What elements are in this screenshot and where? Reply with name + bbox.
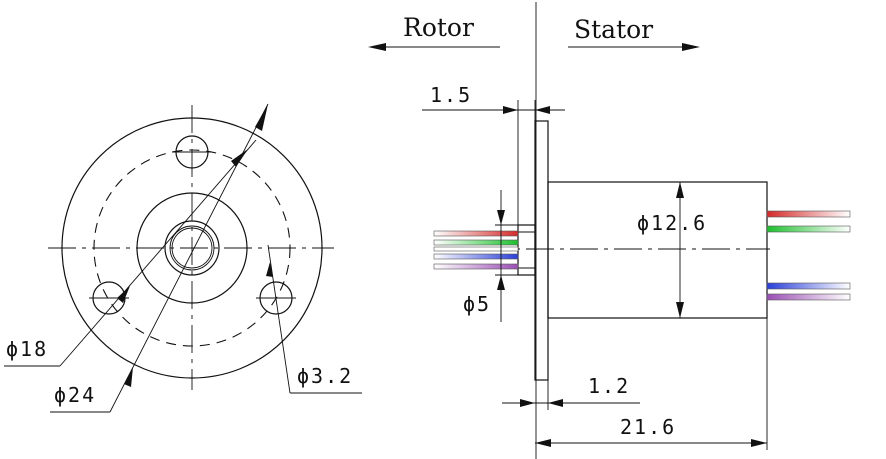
rotor-wire-red bbox=[433, 230, 519, 237]
stator-label: Stator bbox=[574, 15, 653, 44]
rotor-shaft bbox=[517, 224, 536, 276]
rotor-stator-header: Rotor Stator bbox=[368, 2, 700, 459]
dim-arrow bbox=[535, 439, 551, 447]
dim-arrow bbox=[497, 275, 505, 290]
dim-gap-label: 1.2 bbox=[588, 374, 630, 398]
bore-circle bbox=[164, 220, 220, 276]
stator-body bbox=[547, 181, 768, 319]
dim-arrow bbox=[676, 182, 684, 198]
front-view: ϕ18 ϕ24 ϕ3.2 bbox=[4, 103, 362, 413]
dim-flange-label: ϕ24 bbox=[54, 383, 96, 407]
rotor-wire-blue bbox=[433, 253, 519, 260]
dim-bore-label: ϕ18 bbox=[6, 337, 48, 361]
bore-inner-circle-2 bbox=[171, 227, 213, 269]
stator-wire-blue bbox=[766, 282, 851, 290]
rotor-arrow-head bbox=[368, 43, 386, 51]
hub-circle bbox=[136, 192, 248, 304]
flange-outer-circle bbox=[61, 117, 323, 379]
leader-arrow bbox=[266, 262, 273, 277]
stator-wire-red bbox=[766, 210, 851, 218]
rotor-wire-white bbox=[433, 246, 519, 252]
dim-total-length-label: 21.6 bbox=[620, 415, 676, 439]
dim-arrow bbox=[676, 302, 684, 318]
dim-arrow bbox=[520, 399, 535, 407]
flange-plate bbox=[534, 120, 549, 381]
side-view: 1.5 ϕ12.6 ϕ5 1.2 21.6 bbox=[422, 83, 851, 450]
dim-arrow bbox=[751, 439, 767, 447]
dim-arrow bbox=[497, 210, 505, 225]
stator-arrow-head bbox=[682, 43, 700, 51]
dim-shaft-diameter-label: ϕ5 bbox=[463, 292, 491, 316]
bore-inner-circle bbox=[169, 225, 215, 271]
leader-arrow bbox=[124, 367, 133, 387]
stator-wire-green bbox=[766, 225, 851, 233]
dim-body-diameter-label: ϕ12.6 bbox=[637, 211, 707, 235]
leader-hole-diameter bbox=[267, 244, 291, 394]
leader-bore-diameter bbox=[59, 139, 257, 367]
leader-arrow bbox=[231, 149, 248, 167]
leader-arrow bbox=[117, 286, 130, 303]
dim-flange-thickness-label: 1.5 bbox=[430, 83, 472, 107]
stator-wire-purple bbox=[766, 293, 851, 301]
dim-hole-label: ϕ3.2 bbox=[297, 364, 353, 388]
leader-arrow bbox=[255, 104, 268, 131]
rotor-label: Rotor bbox=[403, 13, 474, 42]
leader-flange-diameter bbox=[109, 103, 269, 413]
rotor-wire-green bbox=[433, 239, 519, 246]
dim-arrow bbox=[503, 106, 518, 114]
bolt-circle bbox=[93, 149, 291, 347]
dim-arrow bbox=[548, 399, 563, 407]
dim-arrow bbox=[535, 106, 550, 114]
rotor-wire-purple bbox=[433, 263, 519, 270]
